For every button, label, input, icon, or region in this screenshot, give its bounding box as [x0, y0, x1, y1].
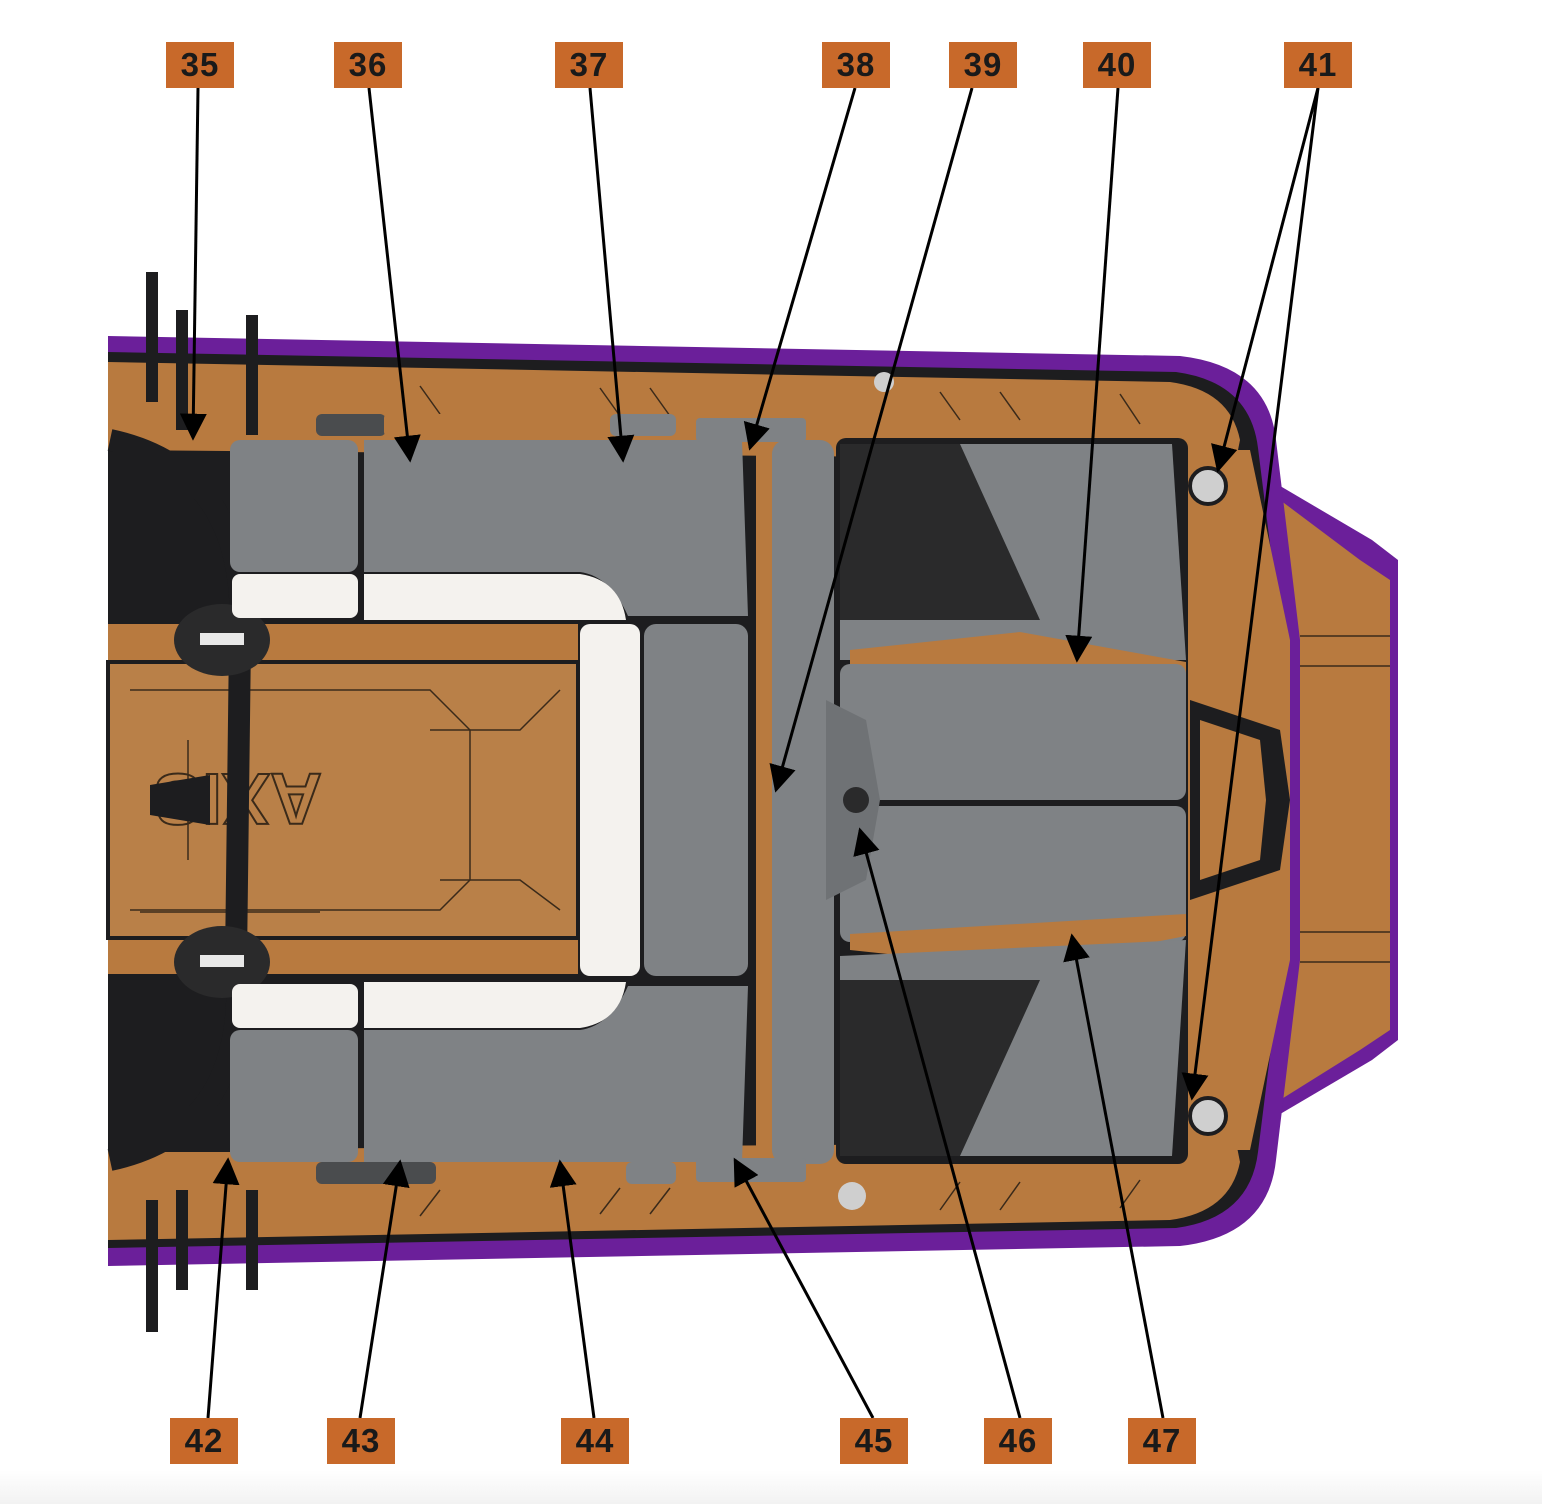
callout-42: 42 — [170, 1418, 238, 1464]
wakeboard-tower — [107, 272, 270, 1332]
callout-37: 37 — [555, 42, 623, 88]
page-bottom-shade — [0, 1470, 1542, 1504]
callout-46: 46 — [984, 1418, 1052, 1464]
swim-platform — [1270, 480, 1398, 1120]
callout-44: 44 — [561, 1418, 629, 1464]
seating — [230, 372, 1228, 1210]
callout-41: 41 — [1284, 42, 1352, 88]
callout-40: 40 — [1083, 42, 1151, 88]
cockpit-floor: AXIS — [106, 624, 580, 974]
callout-47: 47 — [1128, 1418, 1196, 1464]
callout-35: 35 — [166, 42, 234, 88]
callout-38: 38 — [822, 42, 890, 88]
callout-43: 43 — [327, 1418, 395, 1464]
callout-39: 39 — [949, 42, 1017, 88]
callout-36: 36 — [334, 42, 402, 88]
callout-45: 45 — [840, 1418, 908, 1464]
leader-lines — [179, 87, 1320, 1419]
